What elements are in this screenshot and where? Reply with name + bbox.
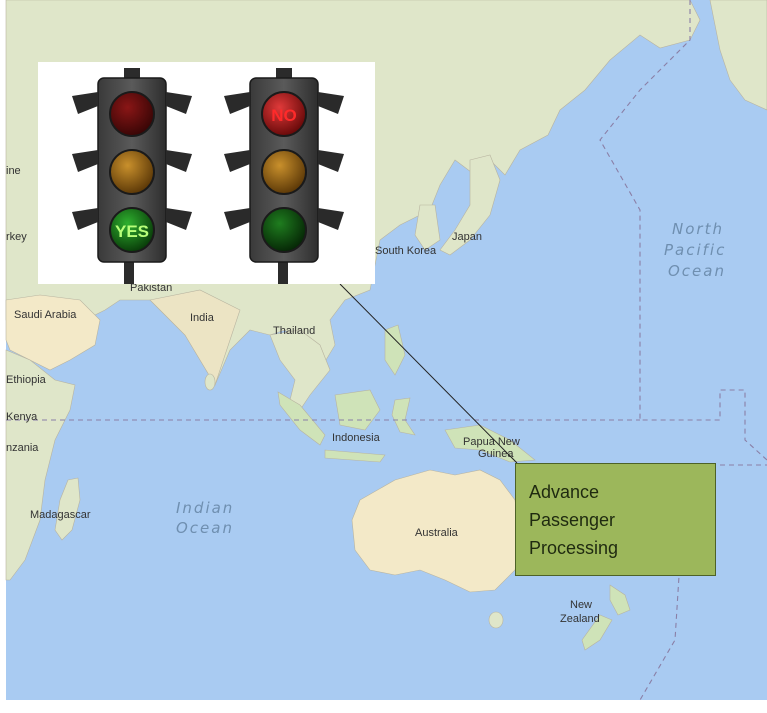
label-indian: Indian <box>176 499 234 517</box>
label-japan: Japan <box>452 231 482 243</box>
africa-landmass <box>5 349 76 581</box>
label-saudi-arabia: Saudi Arabia <box>14 309 77 321</box>
callout-line-2: Passenger <box>529 510 616 530</box>
green-lamp <box>109 207 155 253</box>
callout-line-1: Advance <box>529 482 600 502</box>
india-landmass <box>149 289 241 386</box>
equator-line <box>6 419 767 466</box>
label-turkey: rkey <box>6 231 27 243</box>
label-ethiopia: Ethiopia <box>6 374 47 386</box>
yes-label: YES <box>115 222 149 241</box>
advance-passenger-processing-callout: Advance Passenger Processing <box>515 463 716 576</box>
label-kenya: Kenya <box>6 411 38 423</box>
label-tanzania: nzania <box>6 442 39 454</box>
label-north: North <box>672 220 724 238</box>
new-guinea-landmass <box>444 424 536 463</box>
korea-landmass <box>414 204 441 251</box>
label-zealand: Zealand <box>560 613 600 625</box>
label-south-korea: South Korea <box>375 245 437 257</box>
madagascar-landmass <box>54 477 81 541</box>
yes-traffic-light: YES <box>72 68 192 284</box>
label-new: New <box>570 599 592 611</box>
australia-landmass <box>351 469 521 593</box>
amber-lamp <box>109 149 155 195</box>
red-lamp <box>109 91 155 137</box>
traffic-lights-illustration: YES NO <box>72 68 344 284</box>
label-indonesia: Indonesia <box>332 432 381 444</box>
no-label: NO <box>271 106 297 125</box>
tasmania-landmass <box>488 611 504 629</box>
label-papua-new: Papua New <box>463 436 520 448</box>
label-madagascar: Madagascar <box>30 509 91 521</box>
sri-lanka-landmass <box>204 373 216 391</box>
callout-connector <box>339 283 518 464</box>
green-lamp <box>261 207 307 253</box>
label-guinea: Guinea <box>478 448 514 460</box>
red-lamp <box>261 91 307 137</box>
label-ine: ine <box>6 165 21 177</box>
philippines-landmass <box>384 324 406 376</box>
label-thailand: Thailand <box>273 325 315 337</box>
label-pacific-ocean: Ocean <box>668 262 726 280</box>
label-australia: Australia <box>415 527 459 539</box>
sumatra-landmass <box>277 391 326 446</box>
arabia-landmass <box>5 294 101 371</box>
label-india: India <box>190 312 215 324</box>
sulawesi-landmass <box>391 397 416 436</box>
new-zealand-landmass <box>581 584 631 651</box>
japan-landmass <box>439 154 501 256</box>
north-america-landmass <box>709 0 767 111</box>
southeast-asia-landmass <box>269 329 331 411</box>
java-landmass <box>324 449 386 463</box>
callout-line-3: Processing <box>529 538 619 558</box>
label-indian-ocean: Ocean <box>176 519 234 537</box>
label-pacific: Pacific <box>664 241 726 259</box>
amber-lamp <box>261 149 307 195</box>
no-traffic-light: NO <box>224 68 344 284</box>
traffic-lights-panel: YES NO <box>38 62 375 284</box>
label-pakistan: Pakistan <box>130 282 172 294</box>
